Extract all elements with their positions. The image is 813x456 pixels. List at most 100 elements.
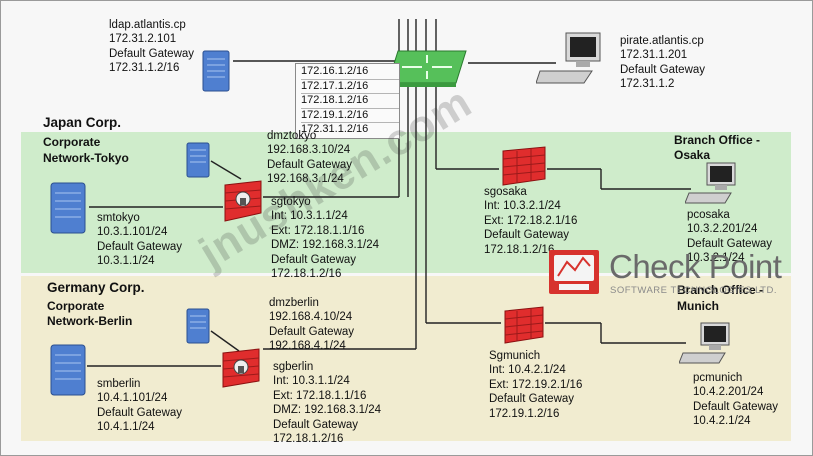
smberlin-ip: 10.4.1.101/24: [97, 392, 168, 405]
brand-name: Check Point: [609, 248, 782, 285]
sgtokyo-int: Int: 10.3.1.1/24: [271, 210, 348, 223]
pcmunich-gw-label: Default Gateway: [693, 400, 779, 413]
japan-sub2: Network-Tokyo: [43, 151, 129, 165]
japan-title: Japan Corp.: [43, 115, 122, 130]
berlin-network-band: [21, 276, 791, 441]
pcmunich-ip: 10.4.2.201/24: [693, 386, 764, 399]
sgmunich-name: Sgmunich: [489, 350, 541, 362]
ldap-server-icon: [202, 50, 230, 92]
pirate-gw-label: Default Gateway: [620, 63, 706, 76]
pirate-name: pirate.atlantis.cp: [620, 35, 704, 47]
dmzberlin-gw: 192.168.4.1/24: [269, 340, 346, 353]
ldap-gw-label: Default Gateway: [109, 47, 195, 60]
pcmunich-name: pcmunich: [693, 372, 743, 384]
pirate-ip: 172.31.1.201: [620, 49, 688, 62]
pcosaka-name: pcosaka: [687, 209, 730, 221]
sgosaka-firewall-icon: [502, 146, 546, 186]
dmzberlin-label: dmzberlin 192.168.4.10/24 Default Gatewa…: [269, 296, 354, 354]
ldap-gw: 172.31.1.2/16: [109, 62, 180, 75]
pcmunich-gw: 10.4.2.1/24: [693, 415, 751, 428]
router-interface: 172.16.1.2/16: [301, 65, 399, 80]
sgosaka-gw: 172.18.1.2/16: [484, 243, 555, 256]
pcosaka-gw: 10.3.2.1/24: [687, 252, 745, 265]
dmzberlin-server-icon: [186, 308, 210, 344]
pirate-gw: 172.31.1.2: [620, 78, 675, 91]
sgberlin-firewall-icon: [222, 348, 260, 388]
smtokyo-label: smtokyo 10.3.1.101/24 Default Gateway 10…: [97, 211, 182, 269]
sgosaka-label: sgosaka Int: 10.3.2.1/24 Ext: 172.18.2.1…: [484, 185, 577, 257]
ldap-label: ldap.atlantis.cp 172.31.2.101 Default Ga…: [109, 18, 194, 76]
japan-sub1: Corporate: [43, 135, 101, 149]
check-point-logo: Check Point SOFTWARE TECHNOLOGIES LTD.: [547, 248, 809, 302]
sgberlin-int: Int: 10.3.1.1/24: [273, 375, 350, 388]
router-interface: 172.31.1.2/16: [301, 123, 369, 136]
brand-tagline: SOFTWARE TECHNOLOGIES LTD.: [610, 285, 777, 296]
smtokyo-gw-label: Default Gateway: [97, 240, 183, 253]
sgtokyo-gw-label: Default Gateway: [271, 253, 357, 266]
smtokyo-name: smtokyo: [97, 212, 140, 224]
sgtokyo-gw: 172.18.1.2/16: [271, 268, 342, 281]
dmztokyo-gw: 192.168.3.1/24: [267, 173, 344, 186]
dmzberlin-ip: 192.168.4.10/24: [269, 311, 353, 324]
dmztokyo-ip: 192.168.3.10/24: [267, 144, 351, 157]
sgmunich-firewall-icon: [504, 306, 544, 344]
sgberlin-gw-label: Default Gateway: [273, 418, 359, 431]
dmztokyo-name: dmztokyo: [267, 130, 317, 142]
sgmunich-int: Int: 10.4.2.1/24: [489, 364, 566, 377]
munich-title-line2: Munich: [677, 299, 719, 313]
sgmunich-label: Sgmunich Int: 10.4.2.1/24 Ext: 172.19.2.…: [489, 349, 582, 421]
germany-title: Germany Corp.: [47, 280, 145, 295]
dmztokyo-gw-label: Default Gateway: [267, 158, 353, 171]
dmztokyo-label: dmztokyo 192.168.3.10/24 Default Gateway…: [267, 129, 352, 187]
pcosaka-label: pcosaka 10.3.2.201/24 Default Gateway 10…: [687, 208, 772, 266]
router-interface: 172.17.1.2/16: [301, 80, 399, 95]
sgberlin-dmz: DMZ: 192.168.3.1/24: [273, 404, 382, 417]
munich-title-line1: Branch Office -: [677, 283, 764, 297]
router-interface: 172.19.1.2/16: [301, 109, 399, 124]
pcosaka-ip: 10.3.2.201/24: [687, 223, 758, 236]
pirate-computer-icon: [536, 32, 601, 84]
sgtokyo-dmz: DMZ: 192.168.3.1/24: [271, 239, 380, 252]
smberlin-gw: 10.4.1.1/24: [97, 421, 155, 434]
dmztokyo-server-icon: [186, 142, 210, 178]
smberlin-name: smberlin: [97, 378, 141, 390]
smtokyo-server-icon: [50, 182, 86, 234]
dmzberlin-gw-label: Default Gateway: [269, 325, 355, 338]
dmzberlin-name: dmzberlin: [269, 297, 319, 309]
sgosaka-gw-label: Default Gateway: [484, 229, 570, 242]
check-point-emblem-icon: [549, 250, 599, 294]
pcosaka-gw-label: Default Gateway: [687, 237, 773, 250]
sgberlin-label: sgberlin Int: 10.3.1.1/24 Ext: 172.18.1.…: [273, 360, 381, 446]
sgberlin-name: sgberlin: [273, 361, 314, 373]
sgtokyo-firewall-icon: [224, 180, 262, 222]
osaka-title-line2: Osaka: [674, 148, 711, 162]
osaka-title-line1: Branch Office -: [674, 133, 761, 147]
sgberlin-ext: Ext: 172.18.1.1/16: [273, 389, 367, 402]
pcmunich-label: pcmunich 10.4.2.201/24 Default Gateway 1…: [693, 371, 778, 429]
sgtokyo-ext: Ext: 172.18.1.1/16: [271, 224, 365, 237]
smberlin-gw-label: Default Gateway: [97, 406, 183, 419]
tokyo-network-band: [21, 132, 791, 273]
smberlin-label: smberlin 10.4.1.101/24 Default Gateway 1…: [97, 377, 182, 435]
router-interfaces-list: 172.16.1.2/16 172.17.1.2/16 172.18.1.2/1…: [295, 63, 400, 139]
sgosaka-int: Int: 10.3.2.1/24: [484, 200, 561, 213]
ldap-name: ldap.atlantis.cp: [109, 19, 186, 31]
sgosaka-name: sgosaka: [484, 186, 527, 198]
sgtokyo-name: sgtokyo: [271, 196, 311, 208]
sgmunich-gw: 172.19.1.2/16: [489, 407, 560, 420]
pcosaka-computer-icon: [685, 162, 736, 204]
germany-sub1: Corporate: [47, 299, 105, 313]
sgberlin-gw: 172.18.1.2/16: [273, 433, 344, 446]
sgtokyo-label: sgtokyo Int: 10.3.1.1/24 Ext: 172.18.1.1…: [271, 195, 379, 281]
germany-sub2: Network-Berlin: [47, 314, 133, 328]
smtokyo-ip: 10.3.1.101/24: [97, 226, 168, 239]
sgmunich-gw-label: Default Gateway: [489, 393, 575, 406]
ldap-ip: 172.31.2.101: [109, 33, 177, 46]
pcmunich-computer-icon: [679, 322, 730, 364]
sgosaka-ext: Ext: 172.18.2.1/16: [484, 214, 578, 227]
sgmunich-ext: Ext: 172.19.2.1/16: [489, 378, 583, 391]
smtokyo-gw: 10.3.1.1/24: [97, 255, 155, 268]
smberlin-server-icon: [50, 344, 86, 396]
